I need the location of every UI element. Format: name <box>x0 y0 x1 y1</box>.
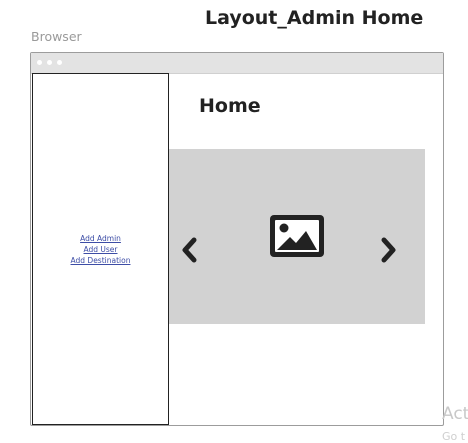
activation-watermark-sub: Go t <box>442 430 466 443</box>
window-dot-icon <box>37 60 42 65</box>
add-admin-link[interactable]: Add Admin <box>80 234 121 243</box>
window-dot-icon <box>57 60 62 65</box>
browser-label: Browser <box>31 29 82 44</box>
window-dot-icon <box>47 60 52 65</box>
add-user-link[interactable]: Add User <box>83 245 118 254</box>
activation-watermark: Act <box>442 404 468 424</box>
sidebar-links: Add Admin Add User Add Destination <box>33 233 168 266</box>
chevron-right-icon[interactable] <box>381 237 397 263</box>
chevron-left-icon[interactable] <box>181 237 197 263</box>
add-destination-link[interactable]: Add Destination <box>70 256 131 265</box>
page-title: Layout_Admin Home <box>205 7 424 29</box>
content-title: Home <box>199 95 261 117</box>
browser-titlebar <box>31 53 443 74</box>
image-carousel <box>169 149 425 324</box>
image-icon <box>270 215 324 257</box>
sidebar: Add Admin Add User Add Destination <box>32 73 169 425</box>
